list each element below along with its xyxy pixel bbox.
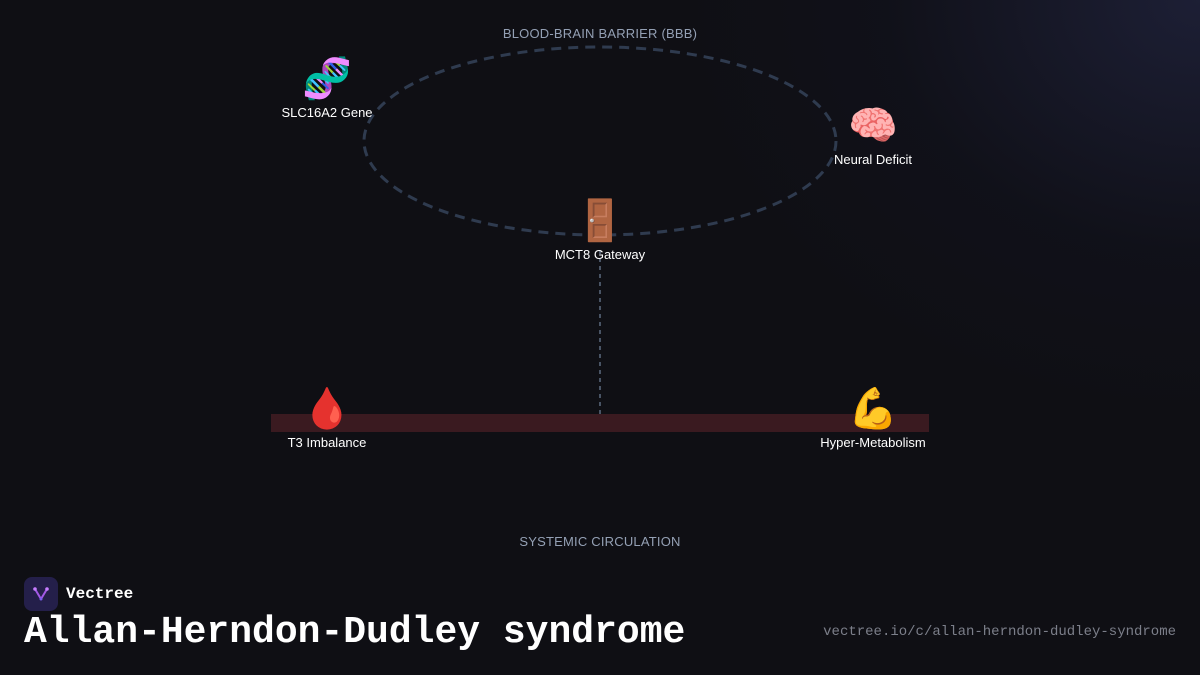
vectree-logo-icon	[24, 577, 58, 611]
node-hyper-metabolism: 💪 Hyper-Metabolism	[820, 385, 925, 450]
node-t3-imbalance: 🩸 T3 Imbalance	[288, 385, 367, 450]
brand-name: Vectree	[66, 585, 134, 603]
bbb-zone-label: BLOOD-BRAIN BARRIER (BBB)	[502, 26, 698, 41]
blood-drop-icon: 🩸	[302, 387, 352, 431]
flexed-biceps-icon: 💪	[848, 387, 898, 431]
blood-brain-barrier-ellipse	[362, 45, 838, 237]
node-mct8-gateway: 🚪 MCT8 Gateway	[555, 197, 645, 262]
brain-icon: 🧠	[848, 104, 898, 148]
node-label: SLC16A2 Gene	[281, 105, 373, 120]
circulation-zone-label: SYSTEMIC CIRCULATION	[519, 534, 681, 549]
node-slc16a2-gene: 🧬 SLC16A2 Gene	[281, 55, 372, 120]
systemic-circulation-bar	[271, 414, 929, 432]
node-label: T3 Imbalance	[287, 435, 367, 450]
page-url[interactable]: vectree.io/c/allan-herndon-dudley-syndro…	[823, 624, 1176, 640]
node-label: Hyper-Metabolism	[820, 435, 926, 450]
dna-icon: 🧬	[302, 57, 352, 101]
brand: Vectree	[24, 577, 133, 611]
node-label: Neural Deficit	[833, 152, 913, 167]
node-label: MCT8 Gateway	[554, 247, 646, 262]
page-title: Allan-Herndon-Dudley syndrome	[24, 611, 686, 654]
node-neural-deficit: 🧠 Neural Deficit	[834, 102, 912, 167]
door-icon: 🚪	[575, 199, 625, 243]
